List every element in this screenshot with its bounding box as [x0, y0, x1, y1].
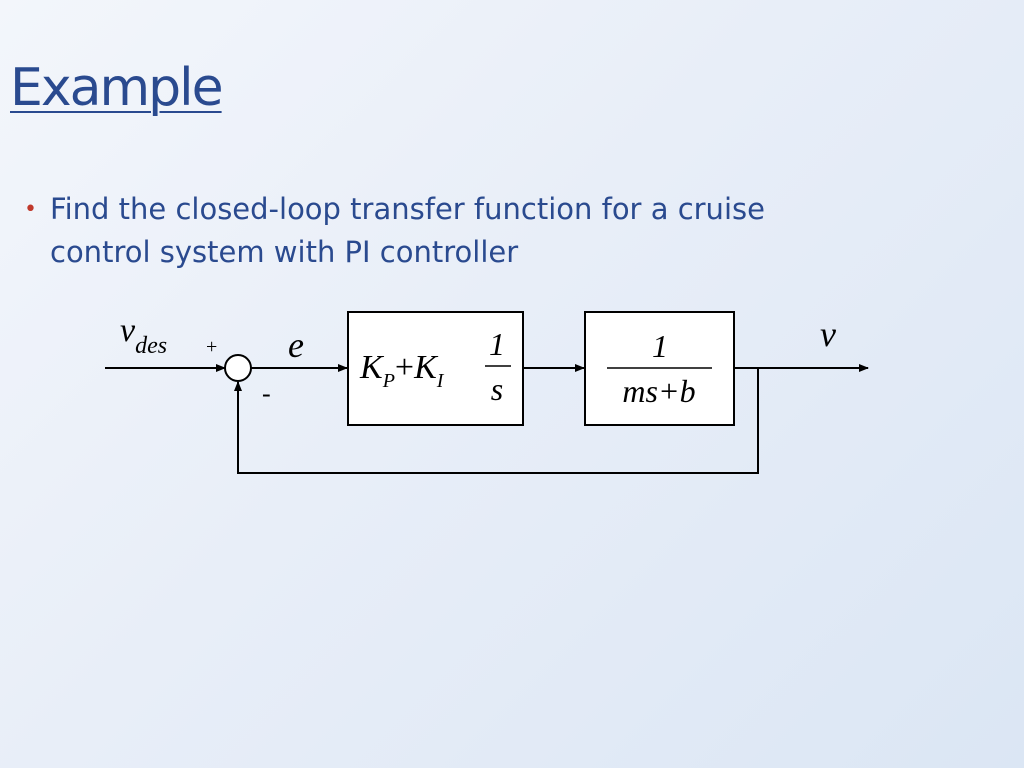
input-symbol: v — [120, 312, 136, 349]
bullet-text: Find the closed-loop transfer function f… — [50, 192, 765, 269]
plus-operator: + — [395, 349, 414, 386]
plant-numerator: 1 — [652, 328, 668, 364]
ki-symbol: K — [413, 349, 439, 386]
kp-subscript: P — [382, 370, 395, 392]
error-label: e — [288, 325, 304, 365]
slide-title: Example — [10, 58, 224, 118]
ki-subscript: I — [436, 370, 445, 392]
minus-sign: - — [262, 379, 271, 408]
bullet-item: • Find the closed-loop transfer function… — [24, 188, 784, 274]
controller-numerator: 1 — [489, 326, 505, 362]
plant-denominator: ms+b — [622, 373, 695, 409]
controller-block — [347, 311, 524, 426]
controller-denominator: s — [491, 371, 503, 407]
bullet-list: • Find the closed-loop transfer function… — [24, 188, 784, 274]
kp-symbol: K — [359, 349, 385, 386]
bullet-dot-icon: • — [24, 197, 37, 222]
input-label: vdes — [120, 312, 167, 359]
controller-gains: KP+KI — [359, 349, 445, 392]
plus-sign: + — [206, 336, 217, 358]
summing-junction — [224, 354, 252, 382]
feedback-path — [234, 368, 759, 474]
input-subscript: des — [135, 333, 167, 359]
output-label: v — [820, 314, 836, 354]
